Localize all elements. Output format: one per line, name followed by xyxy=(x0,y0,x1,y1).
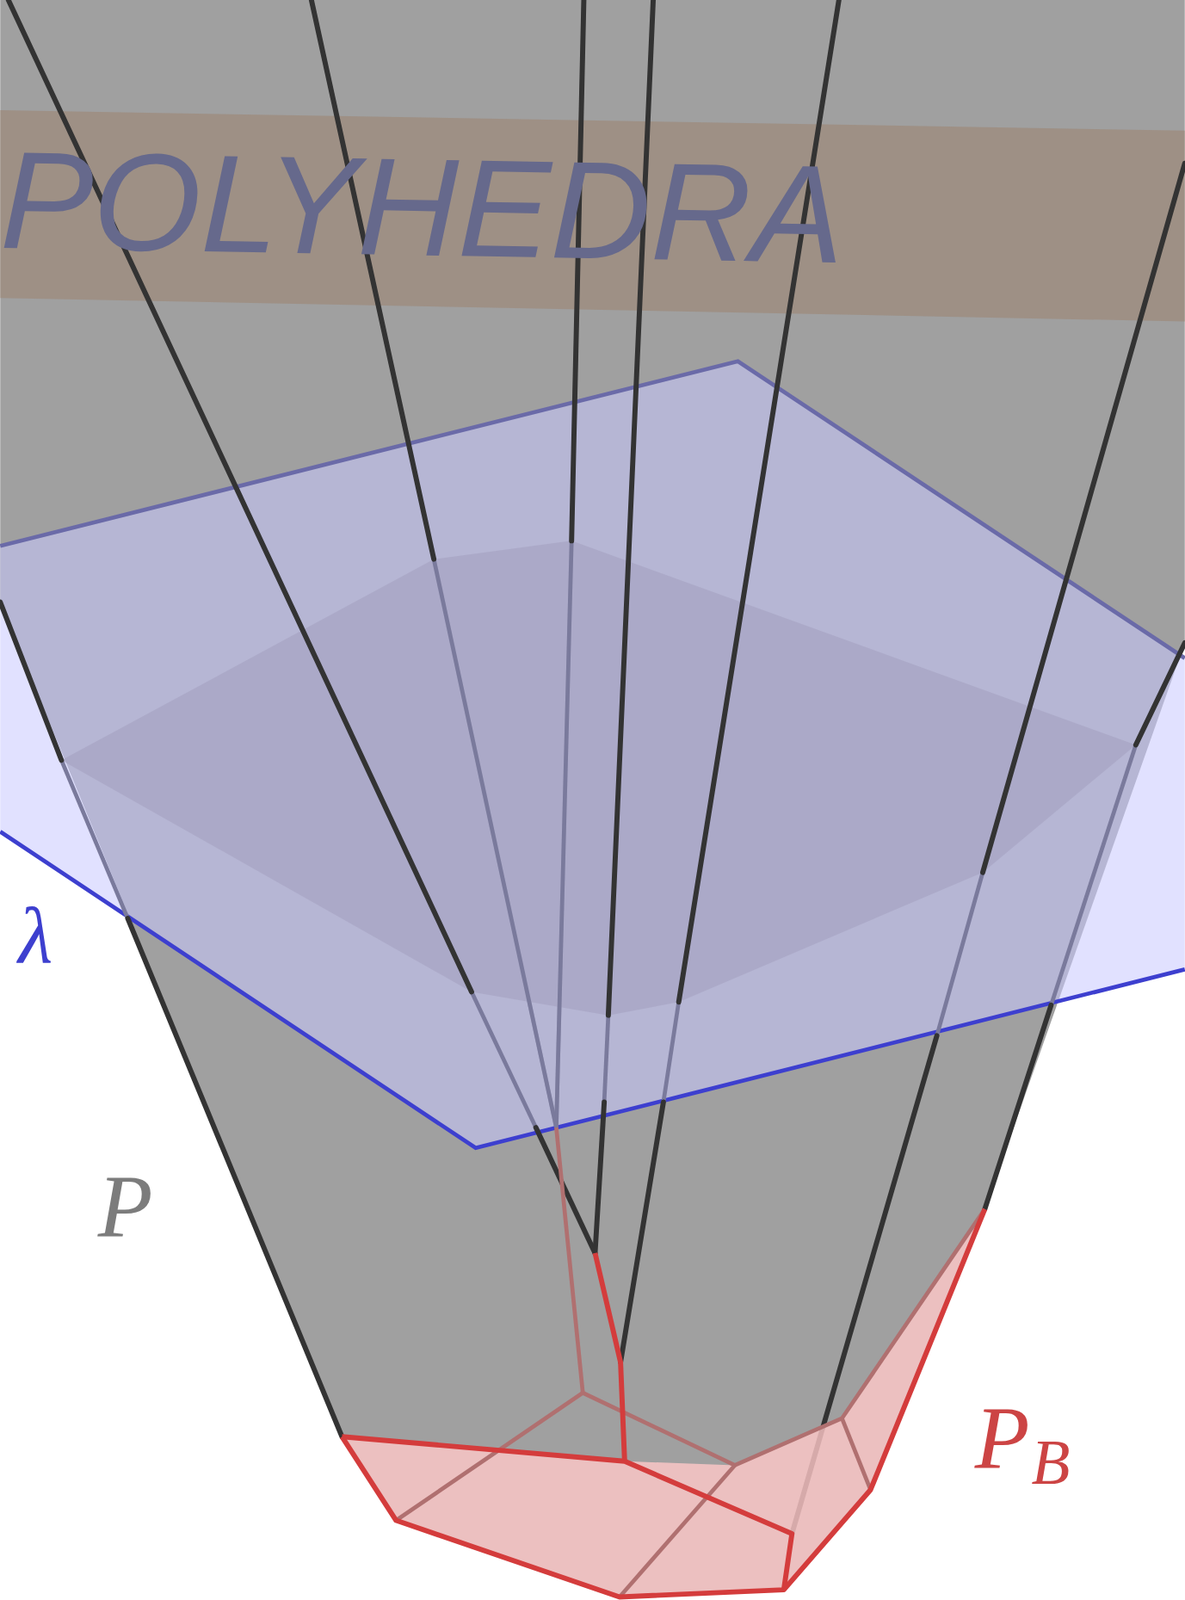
bounded-part-edges xyxy=(341,1209,985,1598)
plane-label: λ xyxy=(18,895,53,976)
watermark-text: POLYHEDRA xyxy=(0,130,846,284)
bounded-part-fill xyxy=(341,1209,985,1598)
plane-lambda-border xyxy=(0,361,1185,659)
polyhedron-label: P xyxy=(98,1161,154,1252)
edges-through-plane xyxy=(61,540,1136,1128)
bounded-part-label: P xyxy=(975,1393,1031,1483)
bounded-part-subscript: B xyxy=(1030,1431,1070,1495)
polyhedron-edges xyxy=(0,0,1185,1534)
bounded-part-back-edges xyxy=(395,1127,985,1597)
plane-section xyxy=(61,540,1136,1015)
plane-lambda-border-front xyxy=(0,831,1185,1148)
watermark-band xyxy=(0,110,1185,321)
plane-lambda xyxy=(0,361,1185,1148)
